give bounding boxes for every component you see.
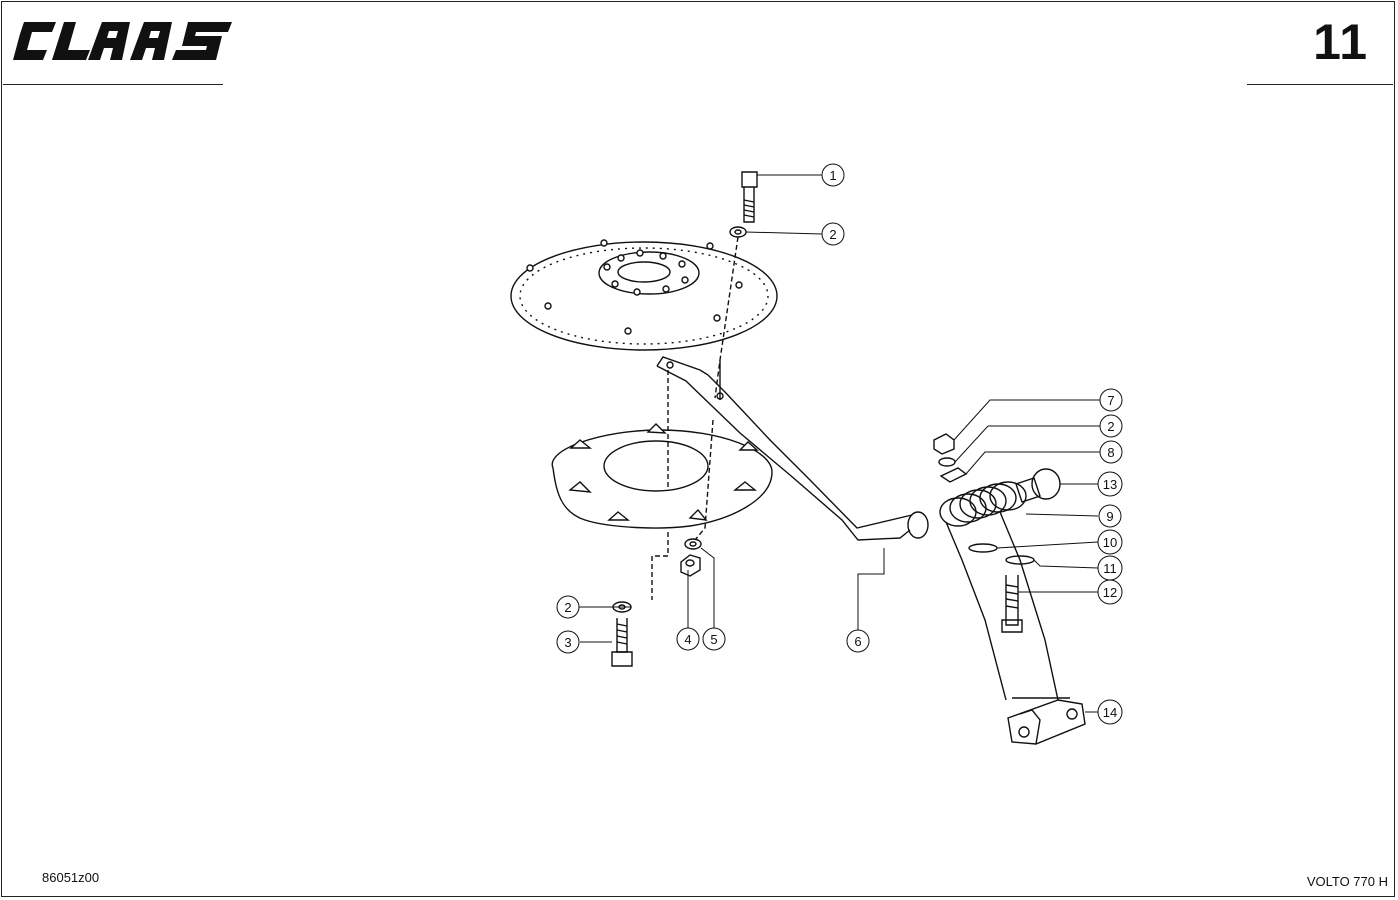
machine-model: VOLTO 770 H <box>1306 874 1388 889</box>
bolt-part-1 <box>741 171 758 223</box>
svg-text:14: 14 <box>1103 705 1117 720</box>
svg-text:2: 2 <box>564 600 571 615</box>
spacer-part-8 <box>939 467 968 483</box>
bolt-part-3 <box>611 618 633 667</box>
svg-text:13: 13 <box>1103 477 1117 492</box>
tine-arm-part-6 <box>656 356 929 541</box>
callout-markers: 1 2 7 2 8 13 9 10 11 12 14 2 3 4 5 6 <box>556 163 1123 725</box>
callout-8: 8 <box>1099 440 1123 464</box>
knob-part-13 <box>1015 468 1061 503</box>
header-rule-left <box>3 84 223 85</box>
claas-logo-mark <box>13 22 232 60</box>
svg-text:10: 10 <box>1103 535 1117 550</box>
callout-2: 2 <box>1099 414 1123 438</box>
svg-text:1: 1 <box>829 168 836 183</box>
drawing-number: 86051z00 <box>42 870 100 885</box>
svg-text:11: 11 <box>1103 561 1117 576</box>
callout-5: 5 <box>702 627 726 651</box>
svg-text:2: 2 <box>1107 419 1114 434</box>
leader-lines <box>558 174 1100 713</box>
callout-7: 7 <box>1099 388 1123 412</box>
callout-11: 11 <box>1097 555 1123 581</box>
rotor-plate <box>510 239 778 351</box>
callout-3: 3 <box>556 630 580 654</box>
page-number: 11 <box>1313 14 1368 70</box>
svg-text:7: 7 <box>1107 393 1114 408</box>
svg-text:5: 5 <box>710 632 717 647</box>
clamp-part-14 <box>1007 699 1086 745</box>
washer-part-10 <box>968 543 998 553</box>
cap-part-7 <box>933 433 955 455</box>
callout-6: 6 <box>846 629 870 653</box>
svg-text:6: 6 <box>854 634 861 649</box>
callout-9: 9 <box>1098 504 1122 528</box>
callout-4: 4 <box>676 627 700 651</box>
washer-part-2-top <box>729 226 747 238</box>
svg-text:9: 9 <box>1106 509 1113 524</box>
svg-text:2: 2 <box>829 227 836 242</box>
bolt-part-12 <box>1001 575 1023 633</box>
callout-2: 2 <box>556 595 580 619</box>
spring-tine-part-9 <box>939 481 1070 701</box>
svg-text:3: 3 <box>564 635 571 650</box>
callout-14: 14 <box>1097 699 1123 725</box>
callout-1: 1 <box>821 163 845 187</box>
header-rule-right <box>1247 84 1393 85</box>
callout-10: 10 <box>1097 529 1123 555</box>
svg-text:8: 8 <box>1107 445 1114 460</box>
callout-13: 13 <box>1097 471 1123 497</box>
washer-part-5 <box>684 538 702 550</box>
callout-2: 2 <box>821 222 845 246</box>
callout-12: 12 <box>1097 579 1123 605</box>
clamp-plate <box>551 423 773 529</box>
washer-part-2-tine <box>938 457 956 467</box>
claas-logo <box>10 16 234 66</box>
svg-text:12: 12 <box>1103 585 1117 600</box>
svg-text:4: 4 <box>684 632 691 647</box>
nut-part-4 <box>680 554 701 577</box>
